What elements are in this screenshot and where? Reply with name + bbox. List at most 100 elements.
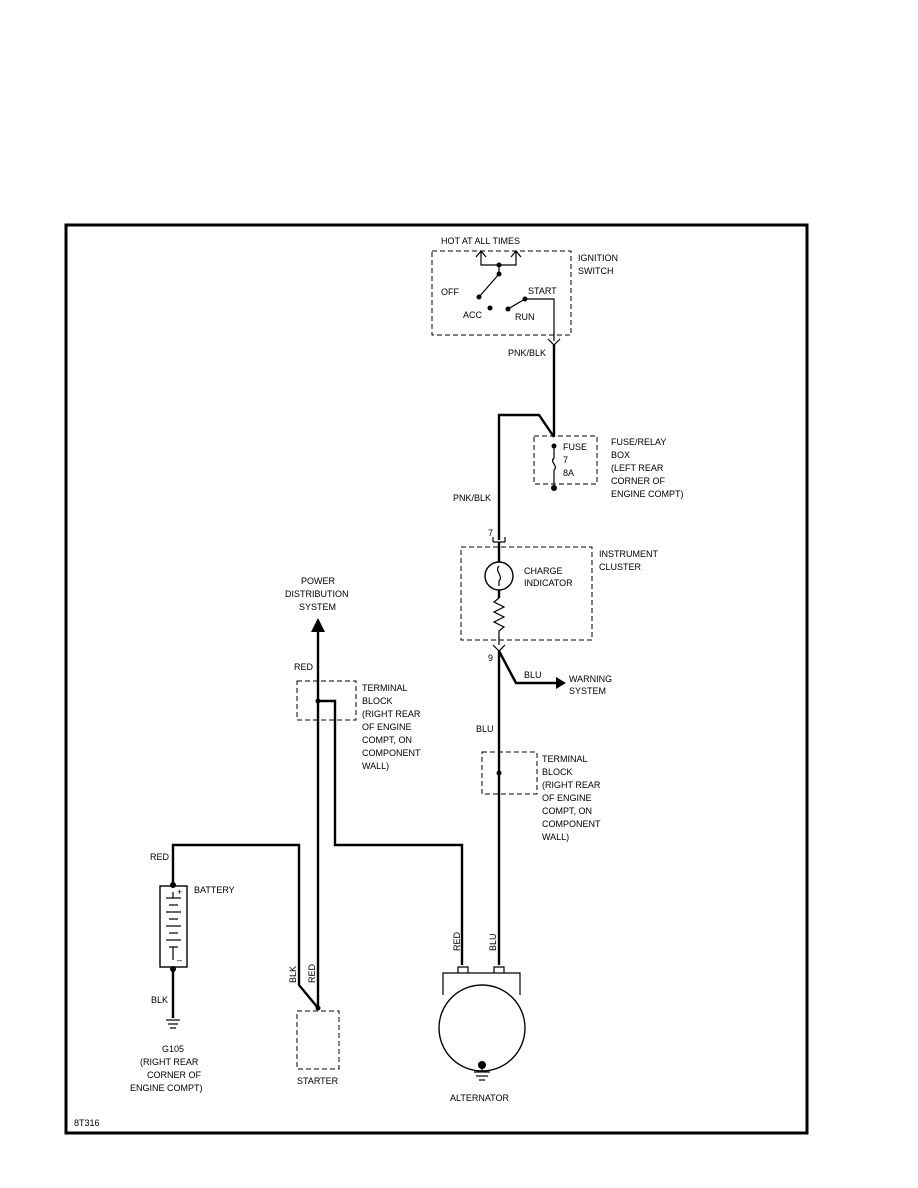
acc-contact	[487, 305, 493, 311]
starter-label: STARTER	[297, 1076, 339, 1086]
ground-icon	[166, 1019, 180, 1029]
start-label: START	[528, 286, 557, 296]
ground-label-2: (RIGHT REAR	[140, 1057, 199, 1067]
cluster-resistor	[492, 597, 506, 645]
warning-label-2: SYSTEM	[569, 686, 606, 696]
terminal-block-right-node	[496, 770, 502, 776]
ground-label-3: CORNER OF	[147, 1070, 202, 1080]
terminal-left-label-3: (RIGHT REAR	[362, 709, 421, 719]
fuse-box-label-1: FUSE/RELAY	[611, 437, 666, 447]
figure-id: 8T316	[74, 1118, 100, 1128]
terminal-right-label-5: COMPT, ON	[542, 806, 592, 816]
terminal-block-left-box	[296, 680, 357, 721]
wire-red-alt-label: RED	[452, 931, 462, 951]
acc-label: ACC	[463, 310, 483, 320]
power-label-2: DISTRIBUTION	[285, 589, 349, 599]
ignition-switch: HOT AT ALL TIMES IGNITION SWITCH OFF ACC…	[431, 236, 618, 341]
charge-indicator-label-1: CHARGE	[524, 566, 563, 576]
alternator-blu-terminal	[493, 966, 505, 973]
instrument-cluster-box	[460, 546, 593, 641]
fuse-label: FUSE	[563, 442, 587, 452]
ground-label-4: ENGINE COMPT)	[130, 1083, 203, 1093]
switch-arm	[478, 273, 500, 298]
terminal-block-left: TERMINAL BLOCK (RIGHT REAR OF ENGINE COM…	[296, 680, 421, 771]
ignition-label-line2: SWITCH	[578, 266, 614, 276]
power-label-1: POWER	[301, 576, 336, 586]
diagram-frame	[64, 223, 809, 1135]
warning-label-1: WARNING	[569, 674, 612, 684]
alternator-mount	[442, 972, 521, 995]
terminal-block-right-box	[481, 751, 538, 795]
terminal-left-label-1: TERMINAL	[362, 683, 408, 693]
power-distribution-arrow-icon	[311, 618, 325, 632]
blu-wire-to-warning	[497, 650, 556, 685]
terminal-right-label-1: TERMINAL	[542, 754, 588, 764]
fuse-box-label-3: (LEFT REAR	[611, 463, 664, 473]
wire-blu-alt-label: BLU	[488, 933, 498, 951]
starter: STARTER BLK RED	[288, 963, 340, 1086]
run-label: RUN	[515, 312, 535, 322]
battery-label: BATTERY	[194, 885, 235, 895]
battery: + – BATTERY RED	[150, 843, 319, 1009]
terminal-right-label-3: (RIGHT REAR	[542, 780, 601, 790]
charge-indicator-filament	[496, 565, 502, 586]
battery-positive-terminal	[170, 882, 176, 888]
pin-9-connector	[492, 644, 506, 652]
wire-pnk-blk-top-label: PNK/BLK	[508, 348, 546, 358]
fuse-number: 7	[563, 455, 568, 465]
terminal-left-label-6: COMPONENT	[362, 748, 421, 758]
alternator: RED BLU ALTERNATOR	[438, 931, 526, 1103]
wire-pnk-blk-mid-label: PNK/BLK	[453, 493, 491, 503]
wire-blk-battery-label: BLK	[151, 995, 168, 1005]
fuse-box-label-2: BOX	[611, 450, 630, 460]
wire-red-top-label: RED	[294, 662, 314, 672]
terminal-left-label-2: BLOCK	[362, 696, 393, 706]
terminal-left-label-7: WALL)	[362, 761, 389, 771]
starter-box	[296, 1010, 340, 1070]
start-output-wire	[525, 298, 555, 341]
warning-wire-label: BLU	[524, 670, 542, 680]
charge-indicator-label-2: INDICATOR	[524, 578, 573, 588]
fuse-relay-box: FUSE 7 8A FUSE/RELAY BOX (LEFT REAR CORN…	[533, 435, 684, 499]
alternator-red-terminal	[457, 966, 469, 973]
start-arm	[507, 298, 526, 310]
warning-arrow-icon	[556, 677, 566, 689]
wire-blk-starter-label: BLK	[288, 966, 298, 983]
terminal-left-label-5: COMPT, ON	[362, 735, 412, 745]
terminal-right-label-4: OF ENGINE	[542, 793, 592, 803]
battery-plus-label: +	[177, 887, 182, 897]
cluster-label-2: CLUSTER	[599, 562, 642, 572]
ignition-switch-box	[431, 250, 572, 336]
wire-red-starter-label: RED	[307, 963, 317, 983]
off-label: OFF	[441, 287, 459, 297]
hot-at-all-times-label: HOT AT ALL TIMES	[441, 236, 520, 246]
fuse-rating: 8A	[563, 468, 574, 478]
fuse-box-label-4: CORNER OF	[611, 476, 666, 486]
wire-blu-mid-label: BLU	[476, 724, 494, 734]
pin-9-label: 9	[488, 653, 493, 663]
instrument-cluster: CHARGE INDICATOR INSTRUMENT CLUSTER	[460, 542, 658, 645]
battery-minus-label: –	[177, 955, 182, 965]
red-wire-battery-to-starter	[171, 843, 319, 1009]
ground-label-1: G105	[162, 1044, 184, 1054]
alternator-body	[438, 984, 526, 1072]
terminal-right-label-2: BLOCK	[542, 767, 573, 777]
red-wire-terminal-to-alternator	[318, 699, 464, 965]
alternator-label: ALTERNATOR	[450, 1093, 510, 1103]
pin-7-label: 7	[488, 528, 493, 538]
fuse-element	[551, 446, 557, 488]
cluster-label-1: INSTRUMENT	[599, 549, 658, 559]
terminal-block-right: TERMINAL BLOCK (RIGHT REAR OF ENGINE COM…	[481, 751, 601, 842]
power-label-3: SYSTEM	[299, 602, 336, 612]
terminal-left-label-4: OF ENGINE	[362, 722, 412, 732]
fuse-bottom-terminal	[551, 485, 557, 491]
wire-red-battery-label: RED	[150, 852, 170, 862]
alternator-ground-icon	[474, 1071, 490, 1081]
pnk-blk-wire-fuse-to-cluster	[497, 413, 555, 540]
ignition-label-line1: IGNITION	[578, 253, 618, 263]
fuse-box-label-5: ENGINE COMPT)	[611, 489, 684, 499]
terminal-right-label-7: WALL)	[542, 832, 569, 842]
starter-terminal	[315, 1005, 321, 1011]
terminal-right-label-6: COMPONENT	[542, 819, 601, 829]
